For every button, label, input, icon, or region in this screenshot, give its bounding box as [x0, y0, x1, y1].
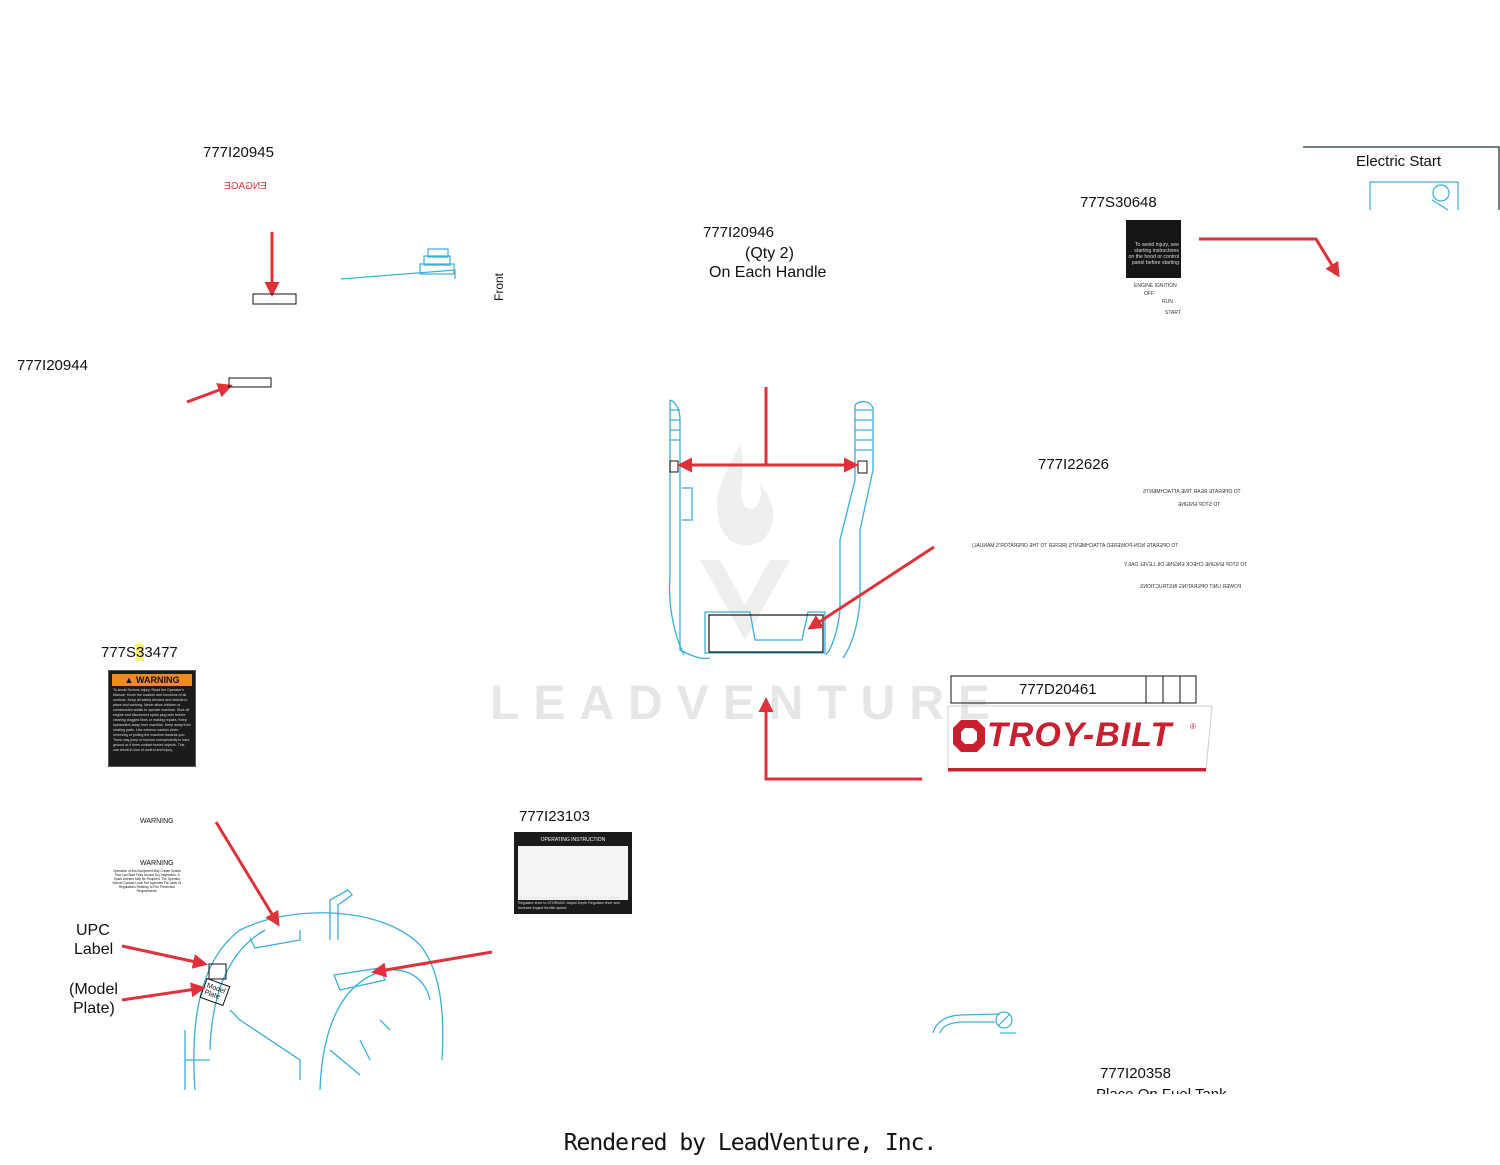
- arrow-30648: [1199, 237, 1340, 278]
- upc-label-1: UPC: [76, 922, 110, 939]
- electric-start-label: Electric Start: [1356, 153, 1442, 170]
- arrows-hood: [121, 821, 493, 1002]
- arrow-20944: [186, 383, 233, 404]
- warning-small-2: WARNING: [140, 860, 174, 867]
- each-handle-note: On Each Handle: [709, 264, 827, 281]
- ignition-start: START: [1165, 310, 1181, 316]
- part-number-20945: 777I20945: [203, 144, 274, 161]
- handlebar-outline: [668, 399, 874, 660]
- handle-ops-line-1: TO OPERATE REAR TINE ATTACHMENTS: [1143, 489, 1241, 495]
- warning-body: To Avoid Serious Injury: Read the Operat…: [113, 688, 191, 752]
- ignition-decal: To avoid injury, see starting instructio…: [1126, 220, 1181, 278]
- registered-mark: ®: [1190, 722, 1196, 731]
- part-number-20461: 777D20461: [1019, 681, 1097, 698]
- decal-20944-outline: [228, 377, 272, 388]
- op-footer: (To tow wheels are engaged in TRANSPORT …: [518, 896, 621, 910]
- front-label: Front: [492, 272, 506, 301]
- arrows-20946: [677, 387, 859, 473]
- handle-ops-line-2: TO STOP ENGINE: [1178, 502, 1221, 508]
- handle-ops-line-3: TO OPERATE NON-POWERED ATTACHMENTS (REFE…: [972, 543, 1179, 549]
- footer-credit: Rendered by LeadVenture, Inc.: [563, 1130, 938, 1156]
- handle-decal-right: [857, 460, 868, 474]
- operating-instruction-decal: OPERATING INSTRUCTION (To tow wheels are…: [514, 832, 632, 914]
- decal-20461-outline: [950, 675, 1197, 704]
- watermark: LEADVENTURE: [490, 677, 1005, 730]
- part-number-20358: 777I20358: [1100, 1065, 1171, 1082]
- model-plate-2: Plate): [73, 1000, 115, 1017]
- handle-ops-line-5: POWER UNIT OPERATING INSTRUCTIONS: [1140, 584, 1242, 590]
- logo-band-outline: [947, 705, 1213, 772]
- ignition-run: RUN: [1162, 299, 1173, 305]
- upc-label-2: Label: [74, 941, 114, 958]
- part-number-30648: 777S30648: [1080, 194, 1157, 211]
- upc-label-outline: [208, 963, 227, 980]
- warning-small-text: Operation of this Equipment May Create S…: [112, 869, 182, 893]
- handle-decal-left: [669, 460, 679, 473]
- center-panel-decal: [708, 614, 824, 653]
- part-number-33477: 777S33477: [101, 644, 178, 661]
- troy-bilt-logo: TROY-BILT: [987, 716, 1173, 754]
- engage-decal-text: ENGAGE: [224, 181, 267, 192]
- ignition-engine: ENGINE IGNITION: [1134, 283, 1177, 289]
- model-plate-1: (Model: [69, 981, 118, 998]
- op-title: OPERATING INSTRUCTION: [540, 837, 606, 843]
- watermark-logo: [700, 445, 790, 640]
- arrow-20461: [758, 697, 922, 781]
- arrow-22626: [807, 545, 935, 630]
- warning-small-1: WARNING: [140, 818, 174, 825]
- ignition-off: OFF: [1144, 291, 1154, 297]
- part-number-22626: 777I22626: [1038, 456, 1109, 473]
- fuel-tank-note: Place On Fuel Tank: [1096, 1086, 1227, 1094]
- decal-20945-outline: [252, 293, 297, 305]
- part-number-23103: 777I23103: [519, 808, 590, 825]
- warning-decal-33477: ▲ WARNING To Avoid Serious Injury: Read …: [108, 670, 196, 767]
- warning-header: ▲ WARNING: [112, 674, 192, 686]
- op-diagram-panel: [518, 846, 628, 900]
- handle-ops-line-4: TO STOP ENGINE CHECK ENGINE OIL LEVEL DA…: [1124, 562, 1248, 568]
- part-number-20944: 777I20944: [17, 357, 88, 374]
- engine-outline: [340, 248, 456, 280]
- qty-note: (Qty 2): [745, 245, 794, 262]
- part-number-20946: 777I20946: [703, 224, 774, 241]
- fuel-cap-outline: [932, 1011, 1016, 1034]
